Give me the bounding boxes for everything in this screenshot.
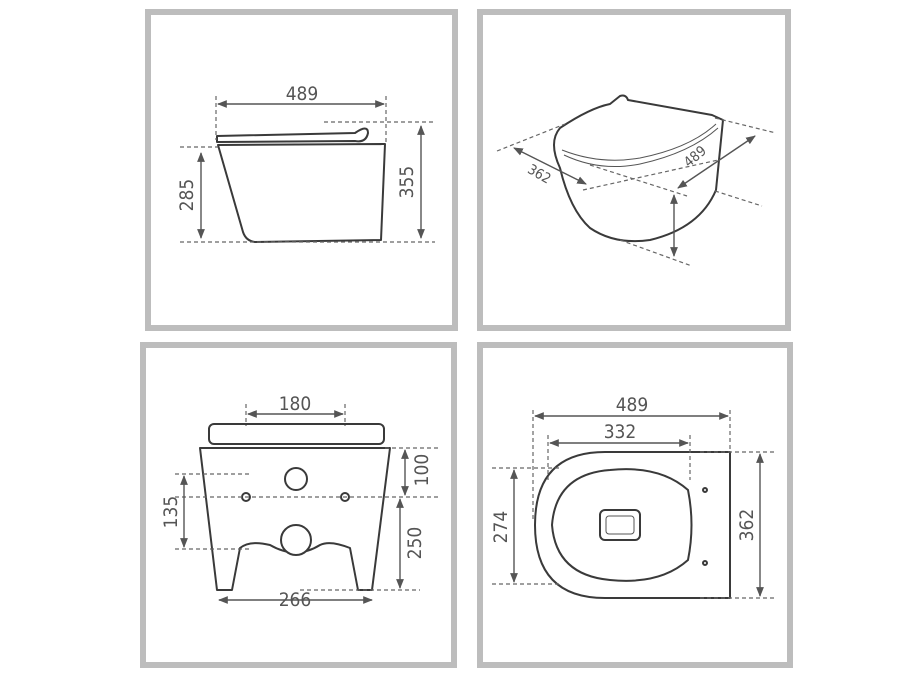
base-width-label: 266 bbox=[279, 589, 312, 611]
seat-height-label: 285 bbox=[176, 179, 198, 212]
width-label: 489 bbox=[286, 83, 319, 105]
fixing-spacing-label: 180 bbox=[279, 393, 312, 415]
toilet-side-outline bbox=[216, 127, 386, 243]
isometric-view-panel: 362 489 bbox=[477, 9, 791, 331]
width-label: 362 bbox=[736, 509, 758, 542]
fixing-height-label: 135 bbox=[160, 496, 182, 529]
bowl-width-label: 274 bbox=[490, 511, 512, 544]
outlet-height-label: 250 bbox=[404, 527, 426, 560]
rear-view-panel: 180 100 135 250 266 bbox=[140, 342, 457, 668]
length-dimension bbox=[677, 135, 756, 189]
toilet-rear-outline bbox=[199, 423, 391, 591]
bowl-length-label: 332 bbox=[604, 421, 637, 443]
total-height-label: 355 bbox=[396, 166, 418, 199]
toilet-top-outline bbox=[534, 451, 731, 599]
depth-dimension bbox=[513, 147, 587, 185]
length-label: 489 bbox=[616, 394, 649, 416]
top-view-panel: 489 332 274 362 bbox=[477, 342, 793, 668]
side-view-panel: 489 285 355 bbox=[145, 9, 458, 331]
top-offset-label: 100 bbox=[411, 454, 433, 487]
